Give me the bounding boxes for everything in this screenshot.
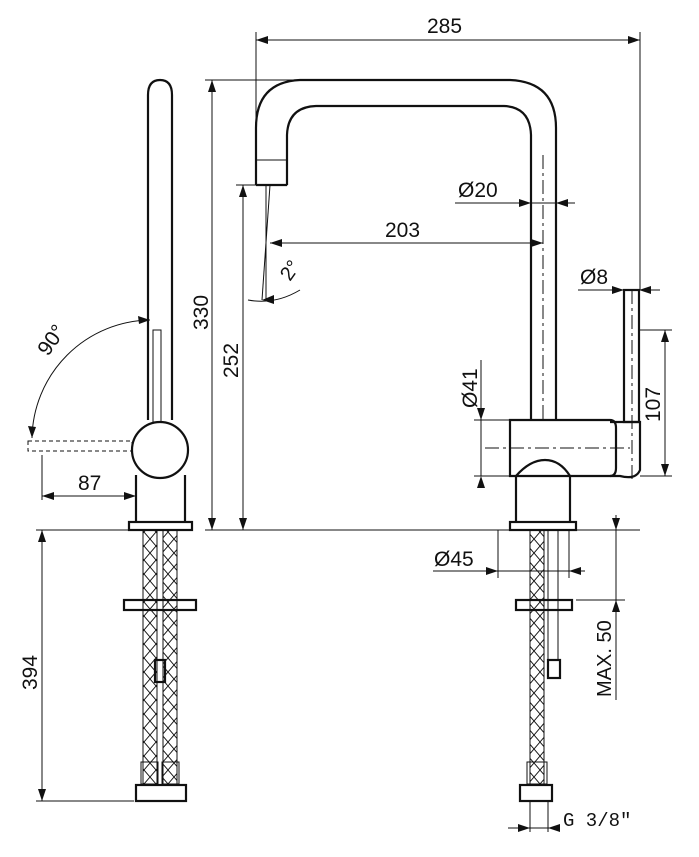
front-base-plate [508, 520, 578, 532]
side-lever-outline [146, 78, 174, 420]
lever-height-label: 107 [642, 387, 665, 422]
connection-thread-label: G 3/8" [563, 810, 631, 832]
side-base-plate [127, 520, 194, 532]
side-hose-right [162, 529, 178, 786]
side-lever-rotated [27, 440, 133, 452]
spout-angle-label: 2° [276, 257, 305, 285]
spout-length-label: 285 [427, 15, 462, 38]
spout-height-label: 252 [220, 343, 243, 378]
base-diameter-label: Ø45 [434, 548, 474, 571]
front-view: 285 330 252 2° 203 Ø20 Ø [190, 15, 672, 832]
spout-reach-label: 203 [385, 219, 420, 242]
side-body-circle [130, 420, 190, 480]
spout-outer [254, 78, 558, 420]
lever-rotation-label: 90° [33, 321, 70, 360]
spout-inner [285, 104, 533, 420]
front-connector [518, 783, 554, 803]
side-fixing-plate [122, 598, 198, 612]
side-lever-slot [152, 329, 162, 423]
total-height-label: 330 [190, 295, 213, 330]
body-diameter-label: Ø41 [459, 368, 482, 408]
aerator [255, 159, 288, 186]
front-hose [529, 529, 545, 786]
spout-tube-diameter-label: Ø20 [458, 179, 498, 202]
max-deck-thickness-label: MAX. 50 [594, 620, 616, 697]
side-view: 90° 87 394 [19, 78, 198, 803]
rotation-arc [31, 319, 151, 439]
side-hose-left [142, 529, 158, 786]
front-fixing-plate [514, 598, 574, 612]
lever-diameter-label: Ø8 [580, 266, 608, 289]
hose-length-label: 394 [19, 655, 42, 690]
lever-depth-label: 87 [78, 472, 101, 495]
